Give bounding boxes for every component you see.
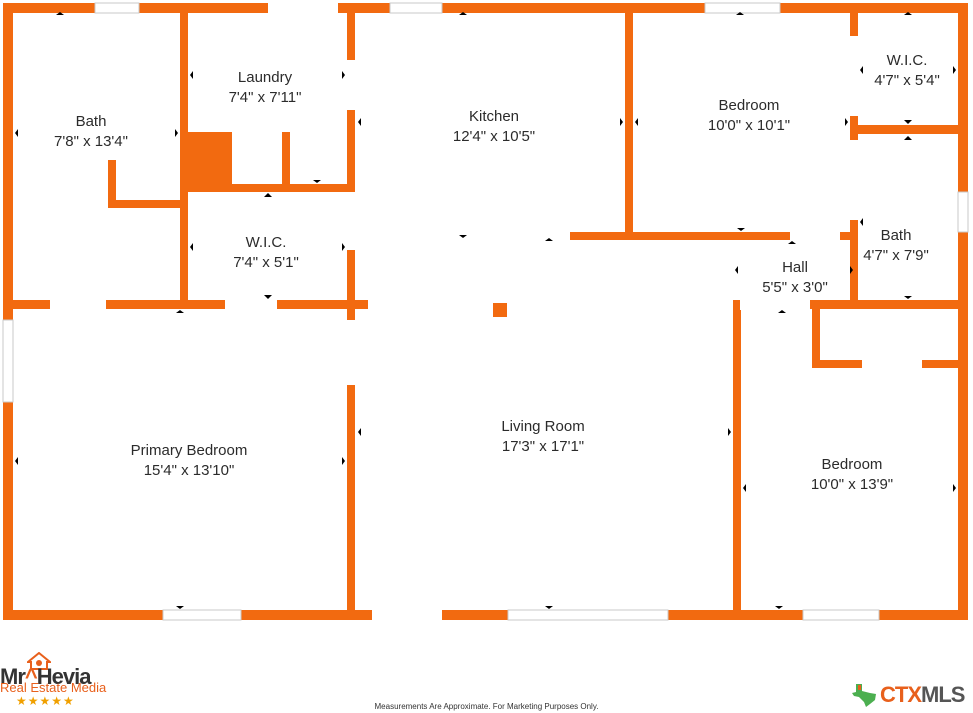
window [957, 191, 969, 233]
room-name: Primary Bedroom [130, 442, 248, 459]
opening [225, 299, 277, 310]
room-label-bath-left: Bath 7'8" x 13'4" [54, 112, 128, 152]
wall [733, 300, 968, 309]
house-icon [27, 652, 51, 670]
brand-logo-part: Hevia [36, 664, 92, 689]
brand-logo-name: Mr^Hevia [0, 664, 92, 689]
window [389, 2, 443, 14]
room-name: Laundry [237, 69, 293, 86]
wall [625, 8, 633, 240]
opening [790, 231, 840, 241]
brand-logo-stars: ★★★★★ [16, 694, 75, 708]
wall [108, 160, 116, 208]
walls [3, 3, 968, 620]
room-dimensions: 7'4" x 5'1" [233, 254, 299, 271]
room-name: Bath [880, 227, 912, 244]
room-dimensions: 15'4" x 13'10" [143, 462, 235, 479]
wall [8, 300, 368, 309]
opening [849, 140, 859, 220]
room-label-bath-right: Bath 4'7" x 7'9" [863, 226, 929, 266]
room-name: Living Room [501, 418, 585, 435]
room-dimensions: 7'8" x 13'4" [54, 133, 128, 150]
wall [812, 300, 820, 368]
room-label-kitchen: Kitchen 12'4" x 10'5" [453, 107, 535, 147]
pillar [493, 303, 507, 317]
room-dimensions: 10'0" x 10'1" [707, 117, 791, 134]
wall [186, 184, 351, 192]
room-label-bedroom-top: Bedroom 10'0" x 10'1" [708, 96, 790, 136]
windows-and-openings [2, 2, 969, 621]
brand-logo-ctxmls: CTXMLS [850, 682, 973, 710]
room-dimensions: 4'7" x 7'9" [863, 247, 929, 264]
opening [346, 60, 356, 110]
room-label-laundry: Laundry 7'4" x 7'11" [229, 68, 302, 108]
opening [346, 192, 356, 250]
room-name: Bedroom [718, 97, 780, 114]
opening [372, 609, 442, 621]
window [162, 609, 242, 621]
wall [282, 132, 290, 186]
wall [3, 3, 968, 13]
wall [3, 610, 968, 620]
room-name: Hall [782, 259, 808, 276]
window [94, 2, 140, 14]
wall [733, 300, 741, 620]
wall [855, 125, 963, 134]
wall [180, 8, 188, 308]
room-label-wic-mid: W.I.C. 7'4" x 5'1" [233, 233, 299, 273]
room-label-wic-top-right: W.I.C. 4'7" x 5'4" [874, 51, 940, 91]
footer-disclaimer: Measurements Are Approximate. For Market… [374, 702, 599, 711]
wall [347, 8, 355, 620]
brand-logo-mr-hevia: Mr^Hevia Real Estate Media ★★★★★ [0, 650, 120, 710]
brand-logo-part: Mr [0, 664, 26, 689]
wall [570, 232, 790, 240]
room-label-hall: Hall 5'5" x 3'0" [762, 258, 828, 298]
wall [958, 3, 968, 620]
wall [186, 132, 232, 186]
window [2, 319, 14, 403]
room-dimensions: 4'7" x 5'4" [874, 72, 940, 89]
brand-logo-text: CTXMLS [880, 682, 965, 708]
window [704, 2, 781, 14]
window [507, 609, 669, 621]
window [802, 609, 880, 621]
room-dimensions: 12'4" x 10'5" [452, 128, 536, 145]
opening [50, 299, 106, 310]
opening [346, 320, 356, 385]
brand-logo-part: CTX [880, 682, 922, 707]
room-dimensions: 17'3" x 17'1" [501, 438, 585, 455]
room-name: Kitchen [468, 108, 520, 125]
wall [840, 232, 858, 240]
room-label-primary-bedroom: Primary Bedroom 15'4" x 13'10" [131, 441, 248, 481]
brand-logo-tagline: Real Estate Media [0, 680, 107, 695]
texas-icon [852, 684, 876, 707]
room-name: W.I.C. [245, 234, 287, 251]
room-label-bedroom-bottom: Bedroom 10'0" x 13'9" [811, 455, 893, 495]
opening [862, 359, 922, 369]
opening [740, 299, 810, 310]
wall [3, 3, 13, 620]
room-label-living-room: Living Room 17'3" x 17'1" [501, 417, 584, 457]
room-dimensions: 10'0" x 13'9" [810, 476, 894, 493]
room-dimensions: 7'4" x 7'11" [228, 89, 302, 106]
opening [849, 36, 859, 116]
brand-logo-part: MLS [921, 682, 965, 707]
room-name: Bath [75, 113, 107, 130]
opening [268, 2, 338, 14]
room-name: W.I.C. [886, 52, 928, 69]
room-name: Bedroom [821, 456, 883, 473]
dimension-markers [15, 12, 956, 609]
opening [232, 134, 282, 184]
wall [108, 200, 186, 208]
room-dimensions: 5'5" x 3'0" [762, 279, 828, 296]
